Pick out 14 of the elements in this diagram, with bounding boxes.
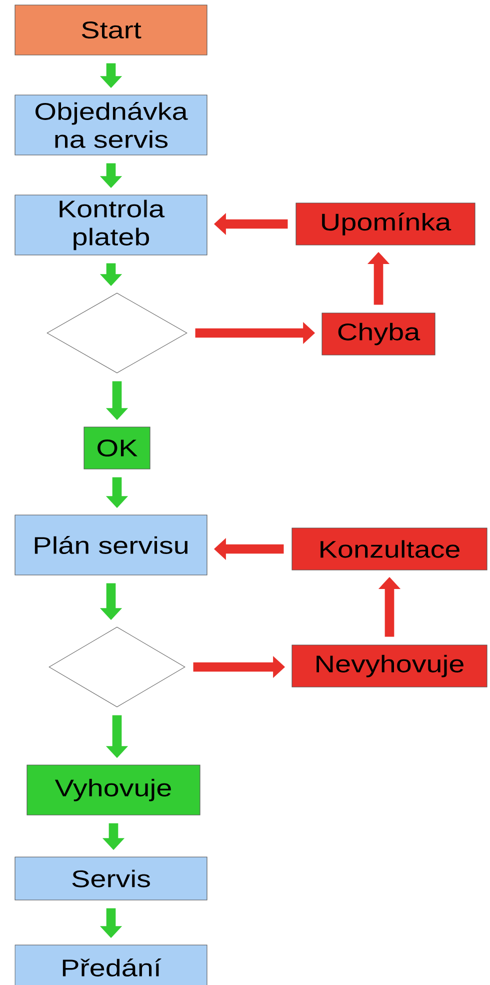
decision-diamond bbox=[46, 292, 188, 374]
process-box: Servis bbox=[14, 856, 208, 900]
error-box: Chyba bbox=[322, 312, 436, 356]
process-box: Kontrola plateb bbox=[14, 194, 208, 256]
process-box: Plán servisu bbox=[14, 514, 208, 576]
error-box: Konzultace bbox=[292, 528, 488, 570]
error-box: Upomínka bbox=[296, 202, 476, 246]
error-box: Nevyhovuje bbox=[292, 644, 488, 688]
decision-diamond bbox=[48, 626, 186, 708]
process-box: Objednávka na servis bbox=[14, 94, 208, 156]
process-box: Předání bbox=[14, 944, 208, 985]
result-box: OK bbox=[84, 426, 150, 470]
result-box: Vyhovuje bbox=[26, 764, 200, 816]
start-box: Start bbox=[14, 4, 208, 56]
